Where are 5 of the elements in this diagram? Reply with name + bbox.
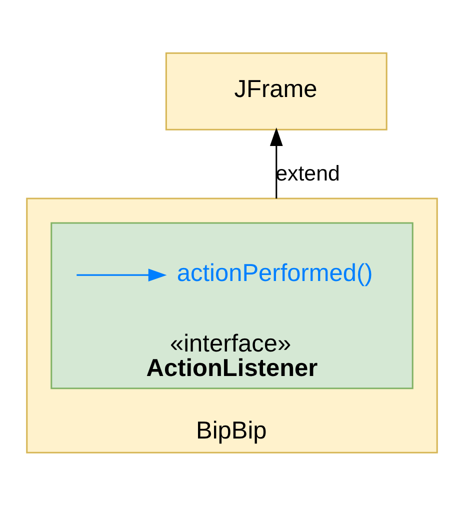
arrow [76,268,167,282]
node-box: JFrame [165,52,388,130]
arrow [270,128,283,199]
node-text: actionPerformed() [176,260,373,287]
edge-label: extend [276,161,340,186]
